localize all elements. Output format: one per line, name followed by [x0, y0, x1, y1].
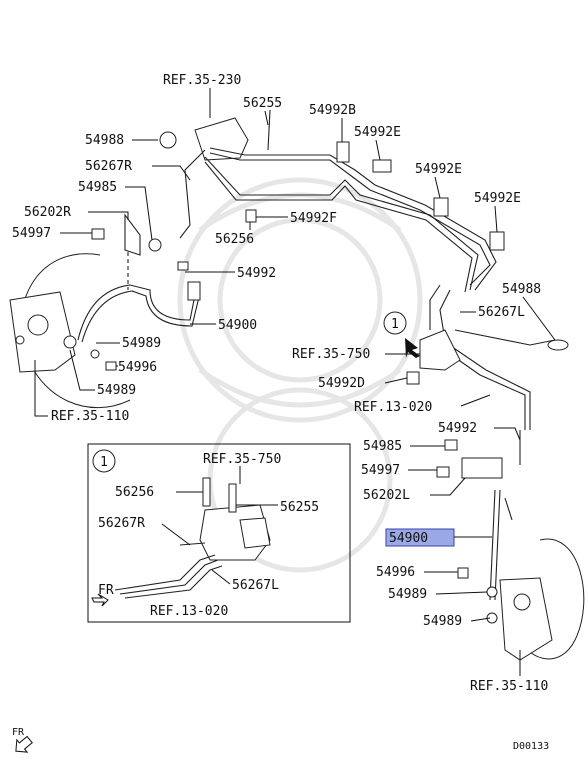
label-54988-left: 54988	[85, 133, 124, 148]
label-ref-35-110-left: REF.35-110	[51, 409, 129, 424]
inset-callout-text: 1	[100, 455, 108, 470]
callout-1-main: 1	[383, 311, 420, 358]
inset-label-ref-35-750: REF.35-750	[203, 452, 281, 467]
label-56255: 56255	[243, 96, 282, 111]
main-brake-lines	[159, 109, 569, 430]
label-ref-35-110-right: REF.35-110	[470, 679, 548, 694]
label-54992b: 54992B	[309, 103, 356, 118]
label-54985-right: 54985	[363, 439, 402, 454]
label-56267l: 56267L	[478, 305, 525, 320]
fr-arrow-icon	[91, 593, 109, 607]
callout-1-text: 1	[391, 317, 399, 332]
label-56256: 56256	[215, 232, 254, 247]
label-56202l: 56202L	[363, 488, 410, 503]
label-54992-right: 54992	[438, 421, 477, 436]
label-54900-right: 54900	[389, 531, 428, 546]
label-54988-right: 54988	[502, 282, 541, 297]
label-54992f: 54992F	[290, 211, 337, 226]
label-56202r: 56202R	[24, 205, 71, 220]
left-brake-disc	[9, 253, 131, 409]
label-54996-right: 54996	[376, 565, 415, 580]
inset-label-56255: 56255	[280, 500, 319, 515]
fr-label: FR	[12, 727, 25, 738]
label-54996-left: 54996	[118, 360, 157, 375]
label-56267r: 56267R	[85, 159, 132, 174]
inset-label-ref-13-020: REF.13-020	[150, 604, 228, 619]
left-hose-assembly	[63, 213, 201, 371]
label-54900-left: 54900	[218, 318, 257, 333]
fr-direction-icon	[15, 735, 33, 753]
fr-indicator: FR	[12, 727, 33, 753]
right-brake-assembly	[436, 430, 585, 661]
part-labels: REF.35-230 56255 54992B 54988 54992E 562…	[12, 73, 549, 752]
label-54992e-2: 54992E	[415, 162, 462, 177]
label-54992e-1: 54992E	[354, 125, 401, 140]
label-54992d: 54992D	[318, 376, 365, 391]
label-ref-35-230: REF.35-230	[163, 73, 241, 88]
inset-label-56267l: 56267L	[232, 578, 279, 593]
label-54989-left-1: 54989	[122, 336, 161, 351]
label-54992e-3: 54992E	[474, 191, 521, 206]
label-54989-left-2: 54989	[97, 383, 136, 398]
inset-label-56267r: 56267R	[98, 516, 145, 531]
inset-label-56256: 56256	[115, 485, 154, 500]
doc-code: D00133	[513, 741, 549, 752]
label-54997-left: 54997	[12, 226, 51, 241]
label-54989-right-2: 54989	[423, 614, 462, 629]
label-54997-right: 54997	[361, 463, 400, 478]
arrow-icon	[405, 338, 420, 358]
label-ref-35-750: REF.35-750	[292, 347, 370, 362]
label-54985-left: 54985	[78, 180, 117, 195]
inset-label-fr: FR	[98, 583, 114, 598]
label-54989-right-1: 54989	[388, 587, 427, 602]
leader-lines	[34, 88, 556, 676]
label-54992-left: 54992	[237, 266, 276, 281]
label-ref-13-020: REF.13-020	[354, 400, 432, 415]
inset-detail: 1 REF.35-750 56256 56255 56267R 56267L F…	[87, 443, 351, 623]
